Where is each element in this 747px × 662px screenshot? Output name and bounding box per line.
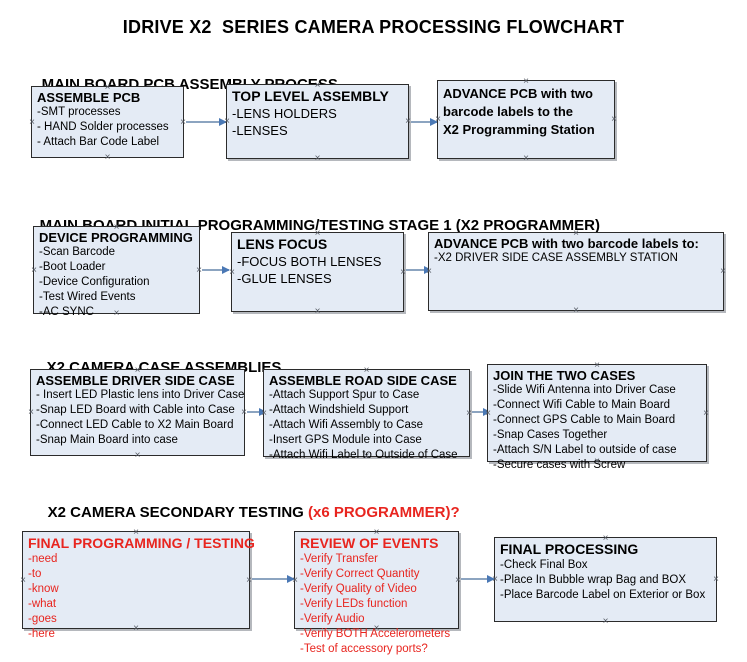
box-line: barcode labels to the [443, 104, 574, 119]
box-title: ADVANCE PCB with two barcode labels to: [434, 236, 699, 251]
box-assemble-pcb-content: ASSEMBLE PCB -SMT processes - HAND Solde… [32, 87, 183, 150]
box-device-programming-content: DEVICE PROGRAMMING -Scan Barcode -Boot L… [34, 227, 199, 320]
box-title: FINAL PROGRAMMING / TESTING [28, 535, 255, 551]
box-line: -Device Configuration [39, 276, 150, 288]
box-title: FINAL PROCESSING [500, 541, 639, 557]
box-line: -Attach S/N Label to outside of case [493, 444, 677, 456]
box-line: -SMT processes [37, 106, 121, 118]
box-final-programming-testing-content: FINAL PROGRAMMING / TESTING -need -to -k… [23, 532, 255, 642]
box-line: -Boot Loader [39, 261, 106, 273]
connection-handle-bottom[interactable]: × [314, 152, 321, 164]
box-line: -goes [28, 613, 57, 625]
connection-handle-right[interactable]: × [720, 266, 726, 277]
box-join-the-two-cases-content: JOIN THE TWO CASES -Slide Wifi Antenna i… [488, 365, 706, 473]
connection-handle-bottom[interactable]: × [104, 151, 111, 163]
box-assemble-road-side-case-content: ASSEMBLE ROAD SIDE CASE -Attach Support … [264, 370, 469, 463]
box-line: -Attach Support Spur to Case [269, 389, 420, 401]
section-heading-4: X2 CAMERA SECONDARY TESTING (x6 PROGRAMM… [31, 487, 460, 538]
box-line: -Place In Bubble wrap Bag and BOX [500, 574, 687, 586]
page-title: IDRIVE X2 SERIES CAMERA PROCESSING FLOWC… [122, 17, 625, 37]
box-line: -Verify LEDs function [300, 598, 408, 610]
box-line: -Check Final Box [500, 559, 588, 571]
box-final-processing-content: FINAL PROCESSING -Check Final Box -Place… [495, 538, 716, 603]
box-review-of-events[interactable]: REVIEW OF EVENTS -Verify Transfer -Verif… [292, 527, 461, 655]
box-line: -GLUE LENSES [237, 271, 332, 286]
box-line-overflow: -Test of accessory ports? [300, 643, 428, 655]
box-line: -Verify Correct Quantity [300, 568, 420, 580]
box-line: -know [28, 583, 59, 595]
box-title: LENS FOCUS [237, 236, 328, 252]
box-line: - Attach Bar Code Label [37, 136, 160, 148]
box-line: -Snap LED Board with Cable into Case [36, 404, 235, 416]
box-title: TOP LEVEL ASSEMBLY [232, 88, 389, 104]
box-line: -Snap Cases Together [493, 429, 608, 441]
box-line: -need [28, 553, 58, 565]
box-line: - Insert LED Plastic lens into Driver Ca… [36, 389, 245, 401]
box-line: -Insert GPS Module into Case [269, 434, 422, 446]
arrow-assemble-pcb-to-top-level [186, 118, 227, 126]
box-line: -Scan Barcode [39, 246, 116, 258]
section-heading-4-accent: (x6 PROGRAMMER)? [307, 504, 460, 521]
box-title: REVIEW OF EVENTS [300, 535, 439, 551]
box-line: -Secure cases with Screw [493, 459, 626, 471]
box-line: -Slide Wifi Antenna into Driver Case [493, 384, 676, 396]
box-line: -LENSES [232, 123, 288, 138]
box-line: -Connect LED Cable to X2 Main Board [36, 419, 234, 431]
box-title: ASSEMBLE PCB [37, 90, 141, 105]
box-line: -X2 DRIVER SIDE CASE ASSEMBLY STATION [434, 252, 678, 264]
connection-handle-bottom[interactable]: × [573, 304, 579, 316]
box-review-of-events-content: REVIEW OF EVENTS -Verify Transfer -Verif… [295, 532, 458, 657]
box-assemble-road-side-case[interactable]: ASSEMBLE ROAD SIDE CASE -Attach Support … [261, 365, 472, 461]
connection-handle-bottom[interactable]: × [602, 615, 609, 627]
arrow-final-programming-to-review [252, 575, 295, 583]
box-lens-focus-content: LENS FOCUS -FOCUS BOTH LENSES -GLUE LENS… [232, 233, 403, 287]
box-advance-pcb-driver-side-station[interactable]: ADVANCE PCB with two barcode labels to: … [426, 228, 726, 315]
box-line: -LENS HOLDERS [232, 106, 337, 121]
box-top-level-assembly[interactable]: TOP LEVEL ASSEMBLY -LENS HOLDERS -LENSES… [224, 80, 411, 163]
box-line: -Attach Wifi Label to Outside of Case [269, 449, 458, 461]
box-assemble-pcb[interactable]: ASSEMBLE PCB -SMT processes - HAND Solde… [29, 82, 186, 162]
box-line: ADVANCE PCB with two [443, 86, 593, 101]
box-final-programming-testing[interactable]: FINAL PROGRAMMING / TESTING -need -to -k… [20, 527, 255, 640]
box-line: -Verify Audio [300, 613, 365, 625]
box-line: -AC SYNC [39, 306, 94, 318]
box-top-level-assembly-content: TOP LEVEL ASSEMBLY -LENS HOLDERS -LENSES [227, 85, 408, 139]
box-title: JOIN THE TWO CASES [493, 368, 636, 383]
box-line: -here [28, 628, 55, 640]
box-line: -Verify BOTH Accelerometers [300, 628, 451, 640]
box-advance-pcb-programming-station[interactable]: ADVANCE PCB with two barcode labels to t… [435, 76, 617, 163]
box-assemble-driver-side-case[interactable]: ASSEMBLE DRIVER SIDE CASE - Insert LED P… [28, 365, 247, 460]
box-title: DEVICE PROGRAMMING [39, 230, 193, 245]
box-line: -Snap Main Board into case [36, 434, 178, 446]
box-line: -Verify Quality of Video [300, 583, 417, 595]
box-line: - HAND Solder processes [37, 121, 169, 133]
box-line: -to [28, 568, 42, 580]
connection-handle-bottom[interactable]: × [314, 305, 321, 317]
box-assemble-driver-side-case-content: ASSEMBLE DRIVER SIDE CASE - Insert LED P… [31, 370, 244, 448]
box-line: -what [28, 598, 57, 610]
arrow-top-level-to-advance-pcb [411, 118, 438, 126]
box-title: ASSEMBLE DRIVER SIDE CASE [36, 373, 235, 388]
arrow-review-to-final-processing [461, 575, 495, 583]
box-title: ASSEMBLE ROAD SIDE CASE [269, 373, 457, 388]
arrow-device-programming-to-lens-focus [202, 266, 230, 274]
box-line: -Place Barcode Label on Exterior or Box [500, 589, 706, 601]
box-line: -Attach Windshield Support [269, 404, 409, 416]
box-advance-pcb-driver-side-station-content: ADVANCE PCB with two barcode labels to: … [429, 233, 723, 266]
box-device-programming[interactable]: DEVICE PROGRAMMING -Scan Barcode -Boot L… [31, 222, 202, 318]
box-line: X2 Programming Station [443, 122, 595, 137]
box-lens-focus[interactable]: LENS FOCUS -FOCUS BOTH LENSES -GLUE LENS… [229, 228, 406, 316]
box-advance-pcb-programming-station-content: ADVANCE PCB with two barcode labels to t… [438, 81, 614, 139]
connection-handle-bottom[interactable]: × [523, 152, 529, 164]
box-join-the-two-cases[interactable]: JOIN THE TWO CASES -Slide Wifi Antenna i… [485, 360, 709, 471]
box-line: -Test Wired Events [39, 291, 136, 303]
connection-handle-bottom[interactable]: × [134, 449, 141, 461]
box-line: -Attach Wifi Assembly to Case [269, 419, 424, 431]
box-final-processing[interactable]: FINAL PROCESSING -Check Final Box -Place… [492, 533, 719, 626]
box-line: -Verify Transfer [300, 553, 378, 565]
box-line: -FOCUS BOTH LENSES [237, 254, 382, 269]
section-heading-4-text: X2 CAMERA SECONDARY TESTING [47, 504, 308, 521]
box-line: -Connect Wifi Cable to Main Board [493, 399, 671, 411]
box-line: -Connect GPS Cable to Main Board [493, 414, 676, 426]
